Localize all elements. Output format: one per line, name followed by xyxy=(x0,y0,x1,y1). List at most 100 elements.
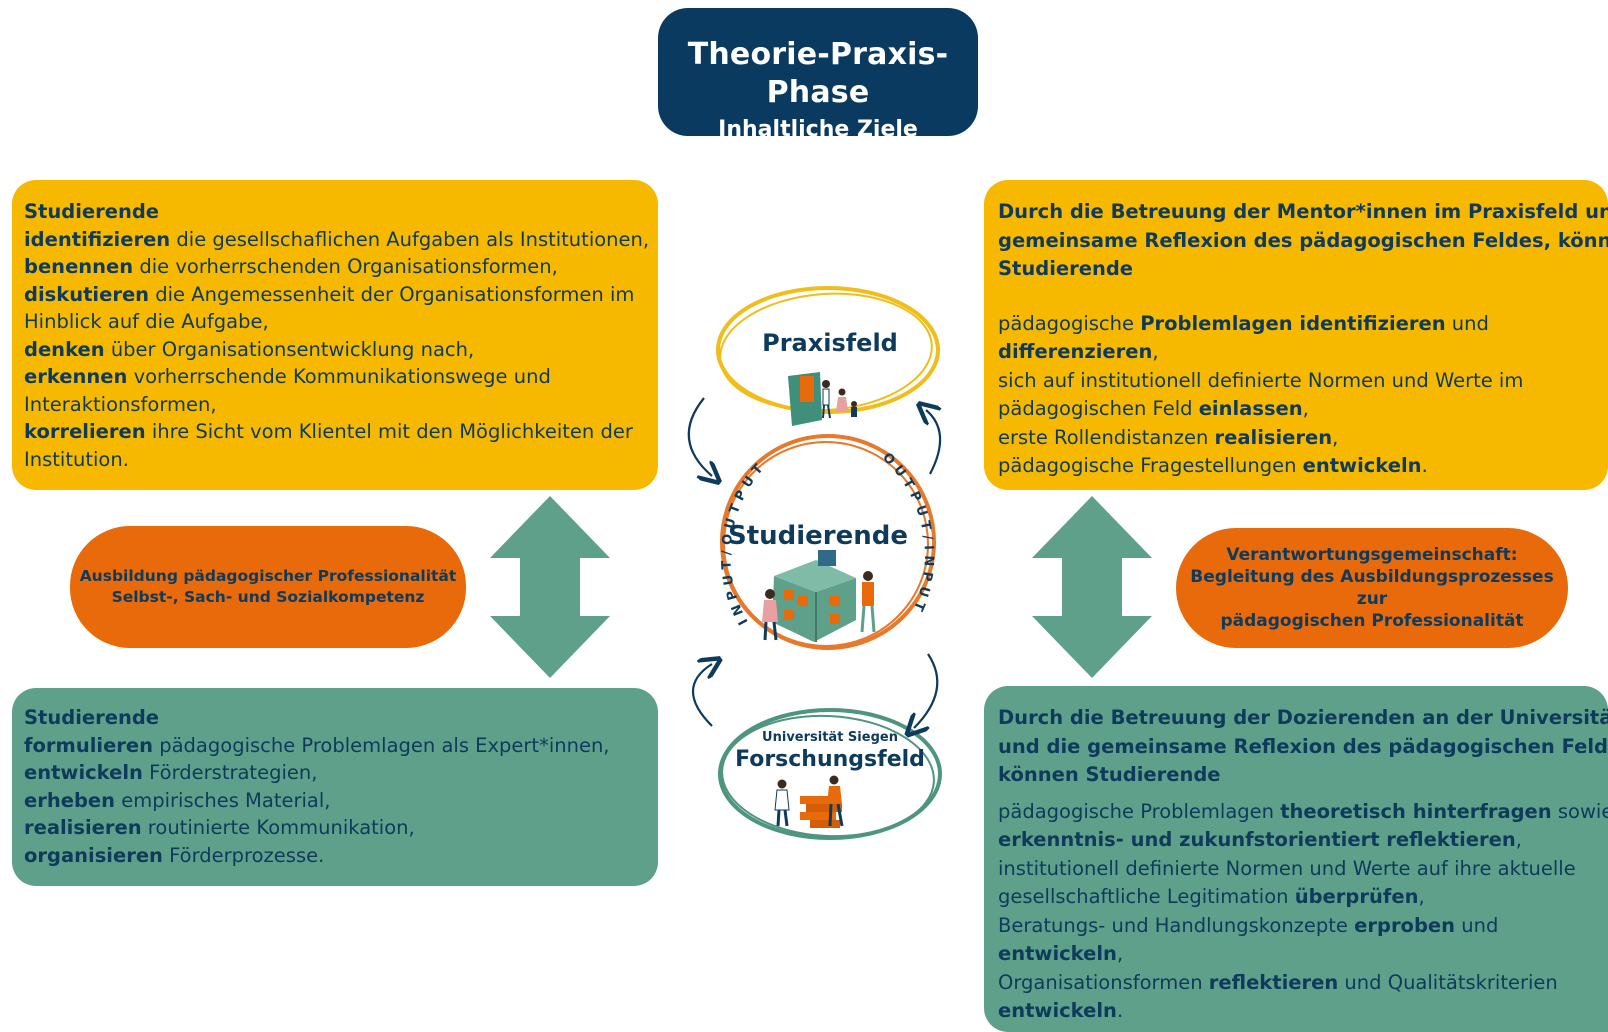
action-verb: theoretisch hinterfragen xyxy=(1280,799,1552,823)
arrow-studierende-to-forschung-icon xyxy=(914,653,939,728)
list-item: gesellschaftliche Legitimation überprüfe… xyxy=(998,883,1608,912)
list-item-text: die vorherrschenden Organisationsformen, xyxy=(133,255,558,278)
action-verb: denken xyxy=(24,337,105,361)
list-item: differenzieren, xyxy=(998,338,1608,367)
list-item-text: , xyxy=(1116,942,1124,965)
pill-left-line1: Ausbildung pädagogischer Professionalitä… xyxy=(79,567,457,585)
list-item-text: , xyxy=(1152,340,1159,363)
list-item: pädagogische Fragestellungen entwickeln. xyxy=(998,452,1608,481)
list-item: erheben empirisches Material, xyxy=(24,787,646,815)
page-title: Theorie-Praxis-Phase xyxy=(687,37,949,110)
list-item-text: und xyxy=(1455,913,1499,937)
studierende-circle xyxy=(720,434,936,650)
action-verb: entwickeln xyxy=(998,942,1117,965)
box-top-left: Studierende identifizieren die gesellsch… xyxy=(12,180,658,490)
action-verb: erheben xyxy=(24,788,116,812)
pill-right-line1: Verantwortungsgemeinschaft: xyxy=(1226,545,1518,565)
action-verb: einlassen xyxy=(1198,397,1303,420)
list-item: pädagogische Problemlagen identifizieren… xyxy=(998,310,1608,339)
action-verb: reflektieren xyxy=(1208,970,1339,994)
page-subtitle: Inhaltliche Ziele xyxy=(718,117,918,142)
list-item-text: institutionell definierte Normen und Wer… xyxy=(998,856,1576,880)
list-item-text: , xyxy=(1302,397,1309,420)
list-item-text: die gesellschaflichen Aufgaben als Insti… xyxy=(170,227,650,251)
studierende-label: Studierende xyxy=(727,521,909,551)
action-verb: formulieren xyxy=(24,733,154,757)
list-item: entwickeln. xyxy=(998,997,1608,1026)
list-item-text: pädagogische Fragestellungen xyxy=(998,454,1303,477)
double-arrow-left-icon xyxy=(490,496,610,678)
list-item-text: pädagogische xyxy=(998,311,1141,335)
list-item-text: Förderprozesse. xyxy=(162,843,325,867)
action-verb: erkennen xyxy=(24,365,128,388)
list-item-text: Beratungs- und Handlungskonzepte xyxy=(998,913,1355,937)
list-item-text: Hinblick auf die Aufgabe, xyxy=(24,310,269,333)
box-top-right-list: pädagogische Problemlagen identifizieren… xyxy=(998,310,1608,481)
list-item: benennen die vorherrschenden Organisatio… xyxy=(24,253,646,281)
intro-line: gemeinsame Reflexion des pädagogischen F… xyxy=(998,228,1608,252)
list-item-text: routinierte Kommunikation, xyxy=(141,816,415,839)
list-item: erkenntnis- und zukunfstorientiert refle… xyxy=(998,826,1608,855)
box-bottom-right: Durch die Betreuung der Dozierenden an d… xyxy=(984,686,1608,1032)
list-item-text: und xyxy=(1445,311,1489,335)
list-item: Organisationsformen reflektieren und Qua… xyxy=(998,969,1608,998)
list-item: identifizieren die gesellschaflichen Auf… xyxy=(24,226,650,254)
action-verb: identifizieren xyxy=(24,227,171,251)
center-cycle-diagram: INPUT/OUTPUT OUTPUT/INPUT xyxy=(687,286,942,840)
list-item: institutionell definierte Normen und Wer… xyxy=(998,855,1608,884)
double-arrow-right-icon xyxy=(1032,496,1152,678)
list-item: Institution. xyxy=(24,446,646,474)
list-item-text: die Angemessenheit der Organisationsform… xyxy=(149,282,635,306)
uni-siegen-label: Universität Siegen xyxy=(762,730,898,745)
pill-right-line3: pädagogischen Professionalität xyxy=(1220,611,1524,631)
list-item-text: , xyxy=(1418,885,1425,908)
list-item-text: . xyxy=(1116,999,1124,1022)
list-item-text: pädagogische Problemlagen als Expert*inn… xyxy=(153,733,610,757)
forschungsfeld-label: Forschungsfeld xyxy=(735,747,925,772)
list-item-text: sowie xyxy=(1551,799,1608,823)
praxisfeld-label: Praxisfeld xyxy=(762,329,898,357)
arrow-studierende-to-praxis-icon xyxy=(926,410,940,475)
box-bottom-left: Studierende formulieren pädagogische Pro… xyxy=(12,688,658,886)
action-verb: entwickeln xyxy=(998,999,1117,1022)
box-bottom-left-list: formulieren pädagogische Problemlagen al… xyxy=(24,732,646,870)
action-verb: entwickeln xyxy=(24,761,143,784)
box-bottom-right-intro: Durch die Betreuung der Dozierenden an d… xyxy=(998,704,1608,790)
list-item: Interaktionsformen, xyxy=(24,391,646,419)
box-top-right: Durch die Betreuung der Mentor*innen im … xyxy=(984,180,1608,490)
forschungsfeld-bricks-icon xyxy=(774,775,844,828)
list-item-text: Interaktionsformen, xyxy=(24,392,217,416)
list-item: diskutieren die Angemessenheit der Organ… xyxy=(24,281,646,309)
studierende-building-icon xyxy=(762,550,876,642)
action-verb: entwickeln xyxy=(1302,454,1422,477)
list-item: erkennen vorherrschende Kommunikationswe… xyxy=(24,363,646,391)
list-item: Hinblick auf die Aufgabe, xyxy=(24,308,646,336)
action-verb: realisieren xyxy=(1214,425,1333,449)
list-item: sich auf institutionell definierte Norme… xyxy=(998,367,1608,396)
box-bottom-left-heading: Studierende xyxy=(24,706,160,729)
list-item: erste Rollendistanzen realisieren, xyxy=(998,424,1608,453)
list-item: organisieren Förderprozesse. xyxy=(24,842,646,870)
list-item-text: erste Rollendistanzen xyxy=(998,425,1215,449)
intro-line: können Studierende xyxy=(998,763,1221,786)
list-item-text: pädagogische Problemlagen xyxy=(998,799,1281,823)
list-item: pädagogischen Feld einlassen, xyxy=(998,395,1608,424)
action-verb: diskutieren xyxy=(24,282,150,306)
pill-left-line2: Selbst-, Sach- und Sozialkompetenz xyxy=(111,588,425,606)
action-verb: realisieren xyxy=(24,816,142,839)
action-verb: Problemlagen identifizieren xyxy=(1140,311,1446,335)
action-verb: erkenntnis- und zukunfstorientiert refle… xyxy=(998,828,1516,851)
box-top-left-list: identifizieren die gesellschaflichen Auf… xyxy=(24,226,650,474)
list-item: entwickeln Förderstrategien, xyxy=(24,759,646,787)
intro-line: und die gemeinsame Reflexion des pädagog… xyxy=(998,734,1608,758)
praxisfeld-circle xyxy=(716,286,940,414)
box-top-left-heading: Studierende xyxy=(24,200,160,223)
pill-right: Verantwortungsgemeinschaft: Begleitung d… xyxy=(1176,528,1568,648)
list-item: realisieren routinierte Kommunikation, xyxy=(24,814,646,842)
list-item-text: , xyxy=(1515,828,1522,851)
list-item-text: und Qualitätskriterien xyxy=(1338,970,1558,994)
action-verb: organisieren xyxy=(24,843,163,867)
list-item-text: empirisches Material, xyxy=(115,788,331,812)
list-item-text: , xyxy=(1332,425,1339,449)
cycle-arrows xyxy=(687,397,940,728)
